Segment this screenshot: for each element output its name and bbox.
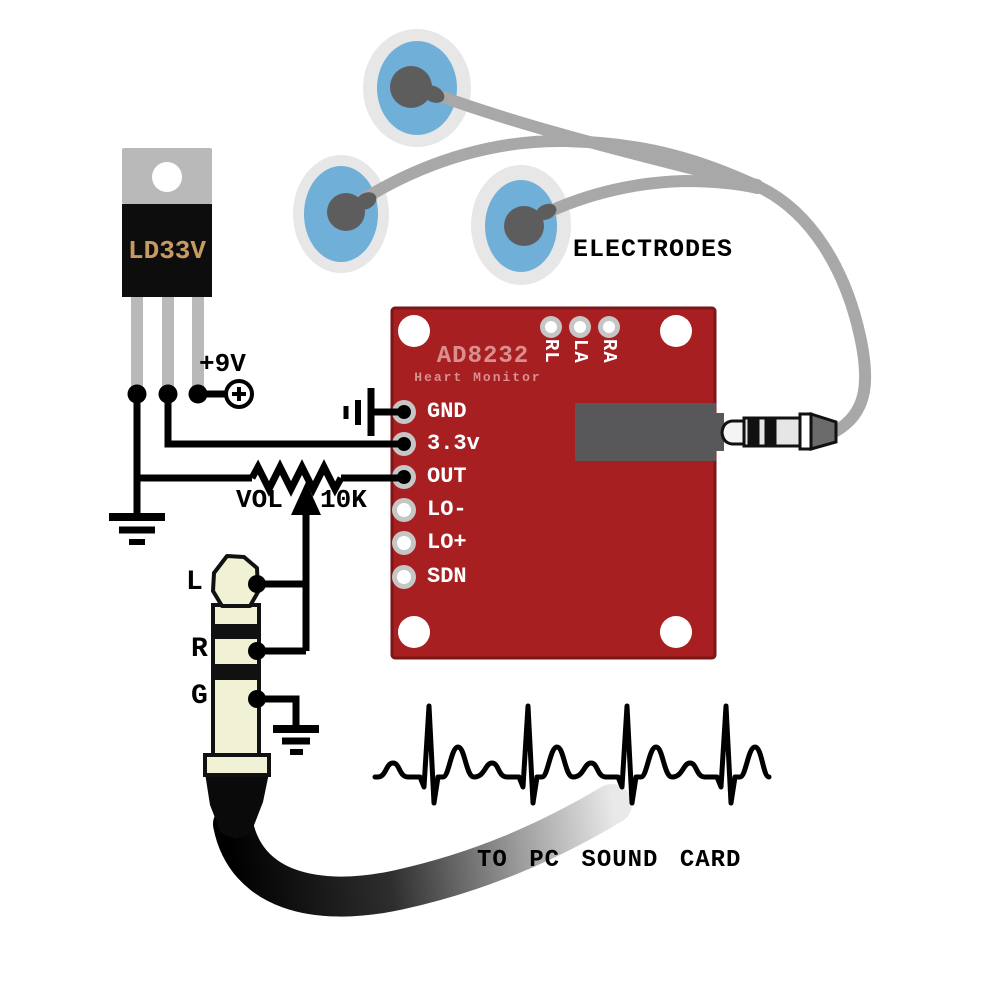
regulator-label: LD33V xyxy=(127,236,206,266)
board-pin-sdn: SDN xyxy=(427,564,467,589)
pot-name-label: VOL xyxy=(236,485,283,515)
board-pin-out: OUT xyxy=(427,464,467,489)
board-chip-subtitle: Heart Monitor xyxy=(414,370,542,385)
regulator-tab-hole xyxy=(152,162,182,192)
board-pin-3v3: 3.3v xyxy=(427,431,480,456)
ground-symbol-plug xyxy=(273,725,319,755)
electrode-snaps xyxy=(327,66,557,246)
board-pin-ra: RA xyxy=(598,339,620,364)
resistor-10k xyxy=(248,459,345,497)
lead-cable-to-jack xyxy=(749,179,872,437)
wire-3v3 xyxy=(164,394,404,448)
ad8232-board xyxy=(390,306,724,660)
electrode-pads xyxy=(293,29,571,285)
ground-symbol-gnd-pin xyxy=(343,388,375,436)
pc-plug-housing xyxy=(205,773,269,839)
plug-contact-g-label: G xyxy=(191,681,208,712)
plug-contact-l-label: L xyxy=(186,567,203,598)
output-caption: TO PC SOUND CARD xyxy=(477,847,742,874)
pot-wiper-arrow xyxy=(291,482,321,515)
audio-jack-socket xyxy=(575,403,724,461)
ecg-waveform xyxy=(372,703,772,806)
ground-symbol-regulator xyxy=(109,513,165,545)
circuit-wiring xyxy=(109,379,411,755)
wire-contact-G xyxy=(259,695,300,727)
board-pin-gnd: GND xyxy=(427,399,467,424)
pc-plug-cable xyxy=(213,784,632,917)
lead-wire-mid-electrode xyxy=(536,174,763,221)
supply-voltage-label: +9V xyxy=(199,349,246,379)
board-pin-lo-plus: LO+ xyxy=(427,530,467,555)
electrode-jack-plug xyxy=(720,411,838,451)
plug-contact-dots xyxy=(248,575,266,708)
lead-wire-left-electrode xyxy=(356,134,763,206)
board-chip-name: AD8232 xyxy=(436,343,530,370)
pc-sound-plug xyxy=(203,554,632,917)
pot-value-label: 10K xyxy=(320,485,367,515)
plug-contact-r-label: R xyxy=(191,634,208,665)
board-pin-lo-minus: LO- xyxy=(427,497,467,522)
board-mount-holes xyxy=(398,315,692,648)
board-top-pads xyxy=(540,316,620,338)
board-pin-la: LA xyxy=(569,339,591,364)
electrode-lead-wires xyxy=(356,87,872,437)
electrodes-label: ELECTRODES xyxy=(573,235,734,264)
ld33v-regulator xyxy=(122,148,212,396)
board-pin-rl: RL xyxy=(540,339,562,364)
